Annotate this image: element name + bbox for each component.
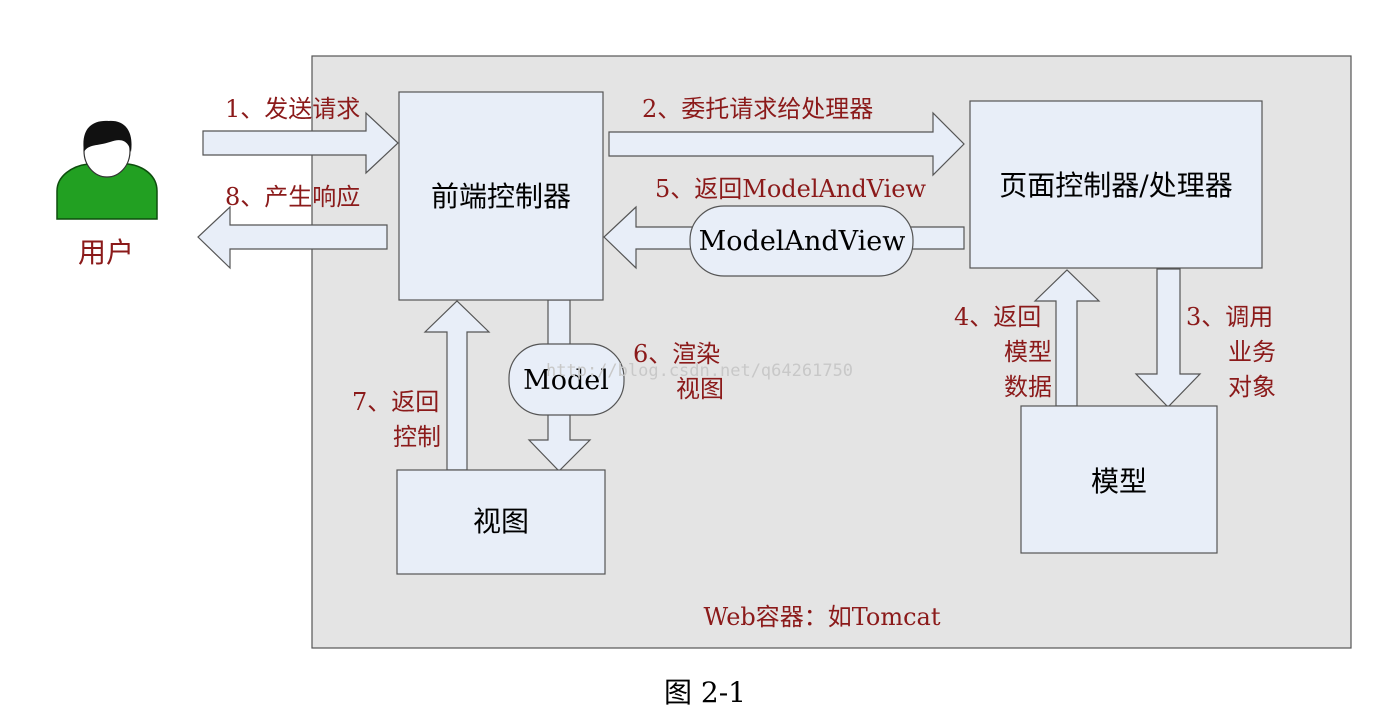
step8-label: 8、产生响应 — [225, 183, 360, 211]
model-box — [1020, 405, 1218, 554]
figure-caption: 图 2-1 — [664, 676, 746, 709]
step4-label-line1: 4、返回 — [954, 303, 1041, 331]
arrow-response — [197, 205, 388, 270]
step4-label-line2: 模型 — [1004, 338, 1052, 366]
step5-label: 5、返回ModelAndView — [655, 175, 926, 203]
arrow-return-control — [423, 300, 491, 471]
step2-label: 2、委托请求给处理器 — [642, 95, 873, 123]
step7-label-line2: 控制 — [393, 423, 441, 451]
container-label: Web容器：如Tomcat — [703, 603, 940, 631]
step3-label-line2: 业务 — [1228, 338, 1276, 366]
step4-label-line3: 数据 — [1004, 373, 1052, 401]
modelandview-pill — [689, 205, 914, 277]
step3-label-line1: 3、调用 — [1186, 303, 1273, 331]
arrow-call-business — [1134, 268, 1202, 408]
page-controller-box — [969, 100, 1263, 269]
modelandview-pill-label: ModelAndView — [699, 226, 906, 257]
view-box — [396, 469, 606, 575]
step6-label-line2: 视图 — [676, 375, 724, 403]
model-pill-label: Model — [523, 365, 609, 396]
user-icon — [56, 120, 158, 220]
view-label: 视图 — [473, 505, 529, 538]
step6-label-line1: 6、渲染 — [633, 340, 720, 368]
model-box-label: 模型 — [1091, 465, 1147, 498]
page-controller-label: 页面控制器/处理器 — [999, 169, 1232, 202]
arrow-send-request — [202, 111, 399, 175]
step1-label: 1、发送请求 — [225, 95, 360, 123]
model-pill — [508, 343, 625, 416]
arrow-return-model-data — [1033, 269, 1101, 407]
arrow-delegate-request — [608, 111, 965, 177]
step7-label-line1: 7、返回 — [352, 388, 439, 416]
step3-label-line3: 对象 — [1228, 373, 1276, 401]
watermark: http://blog.csdn.net/q64261750 — [546, 361, 853, 381]
user-label: 用户 — [78, 236, 134, 269]
front-controller-label: 前端控制器 — [431, 180, 571, 213]
front-controller-box — [398, 91, 604, 301]
